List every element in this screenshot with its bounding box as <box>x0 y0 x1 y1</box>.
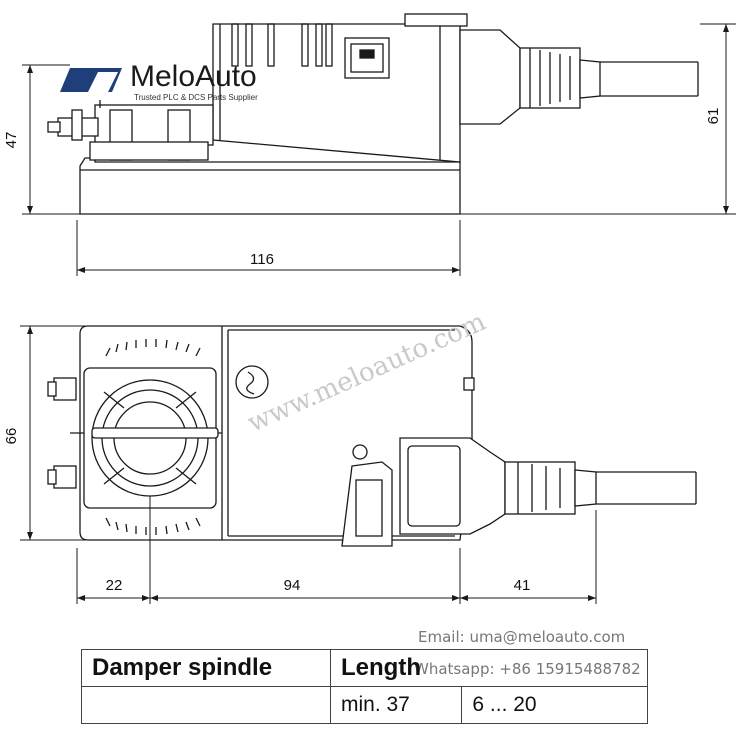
table-row: Damper spindle Length <box>81 649 648 687</box>
logo-name: MeloAuto <box>130 60 257 93</box>
top-view <box>47 325 697 547</box>
spindle-range-value: 6 ... 20 <box>461 686 648 724</box>
dim-cable-length: 41 <box>514 577 531 594</box>
contact-email: Email: uma@meloauto.com <box>418 628 625 646</box>
spindle-value-empty <box>81 686 331 724</box>
side-view <box>47 13 699 215</box>
length-header: Length <box>330 649 648 687</box>
spindle-header: Damper spindle <box>81 649 331 687</box>
dim-spindle-offset: 22 <box>106 577 123 594</box>
dim-side-height: 47 <box>3 132 20 149</box>
dim-side-length: 116 <box>250 251 274 268</box>
dim-body-length: 94 <box>284 577 301 594</box>
meloauto-logo: MeloAuto Trusted PLC & DCS Parts Supplie… <box>60 60 258 102</box>
dim-side-height-total: 61 <box>705 108 722 125</box>
spindle-spec-table: Damper spindle Length min. 37 6 ... 20 <box>81 649 648 724</box>
table-row: min. 37 6 ... 20 <box>81 686 648 724</box>
length-min-value: min. 37 <box>329 686 463 724</box>
dim-top-width: 66 <box>3 428 20 445</box>
logo-tagline: Trusted PLC & DCS Parts Supplier <box>134 93 258 102</box>
